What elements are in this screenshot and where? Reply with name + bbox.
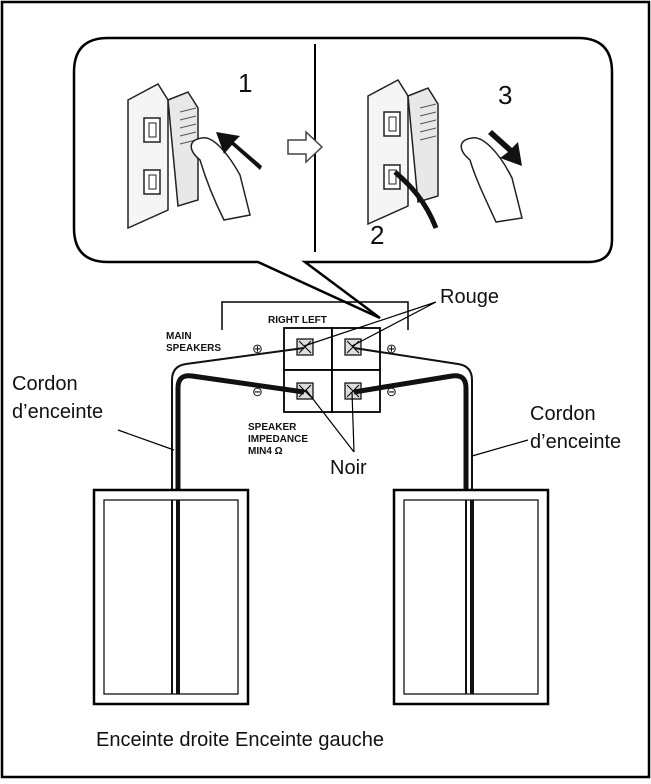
finger-step3 — [460, 137, 523, 223]
cord-left-leader — [117, 429, 175, 451]
impedance-label-2: IMPEDANCE — [248, 434, 308, 445]
speaker-cord-left — [171, 347, 305, 692]
step-1-number: 1 — [238, 68, 252, 98]
next-step-arrow-icon — [287, 130, 324, 164]
plus-sign-left: ⊕ — [252, 341, 263, 356]
plus-sign-right: ⊕ — [386, 341, 397, 356]
cord-right-label-1: Cordon — [530, 403, 596, 425]
press-arrow-icon — [216, 132, 262, 170]
cord-right-leader — [471, 439, 529, 457]
main-speakers-label-1: MAIN — [166, 331, 192, 342]
noir-label: Noir — [330, 457, 367, 479]
impedance-label-3: MIN4 Ω — [248, 446, 283, 457]
caption: Enceinte droite Enceinte gauche — [96, 729, 384, 751]
finger-step1 — [190, 137, 251, 221]
speaker-wire-inserted — [393, 170, 439, 229]
terminal-illustration-step2 — [367, 79, 523, 229]
speaker-cord-right — [353, 347, 473, 692]
minus-sign-left: ⊖ — [252, 384, 263, 399]
terminal-illustration-step1 — [127, 83, 251, 230]
right-left-label: RIGHT LEFT — [268, 315, 327, 326]
cord-left-label-2: d’enceinte — [12, 401, 103, 423]
callout-bubble — [72, 36, 614, 320]
main-speakers-label-2: SPEAKERS — [166, 343, 221, 354]
cord-right-label-2: d’enceinte — [530, 431, 621, 453]
rouge-label: Rouge — [440, 286, 499, 308]
release-arrow-icon — [488, 130, 522, 166]
minus-sign-right: ⊖ — [386, 384, 397, 399]
impedance-label-1: SPEAKER — [248, 422, 297, 433]
terminal-block — [283, 327, 381, 413]
noir-leader-lines — [305, 389, 355, 453]
step-2-number: 2 — [370, 220, 384, 250]
rouge-leader-lines — [303, 301, 437, 347]
cord-left-label-1: Cordon — [12, 373, 78, 395]
step-3-number: 3 — [498, 80, 512, 110]
